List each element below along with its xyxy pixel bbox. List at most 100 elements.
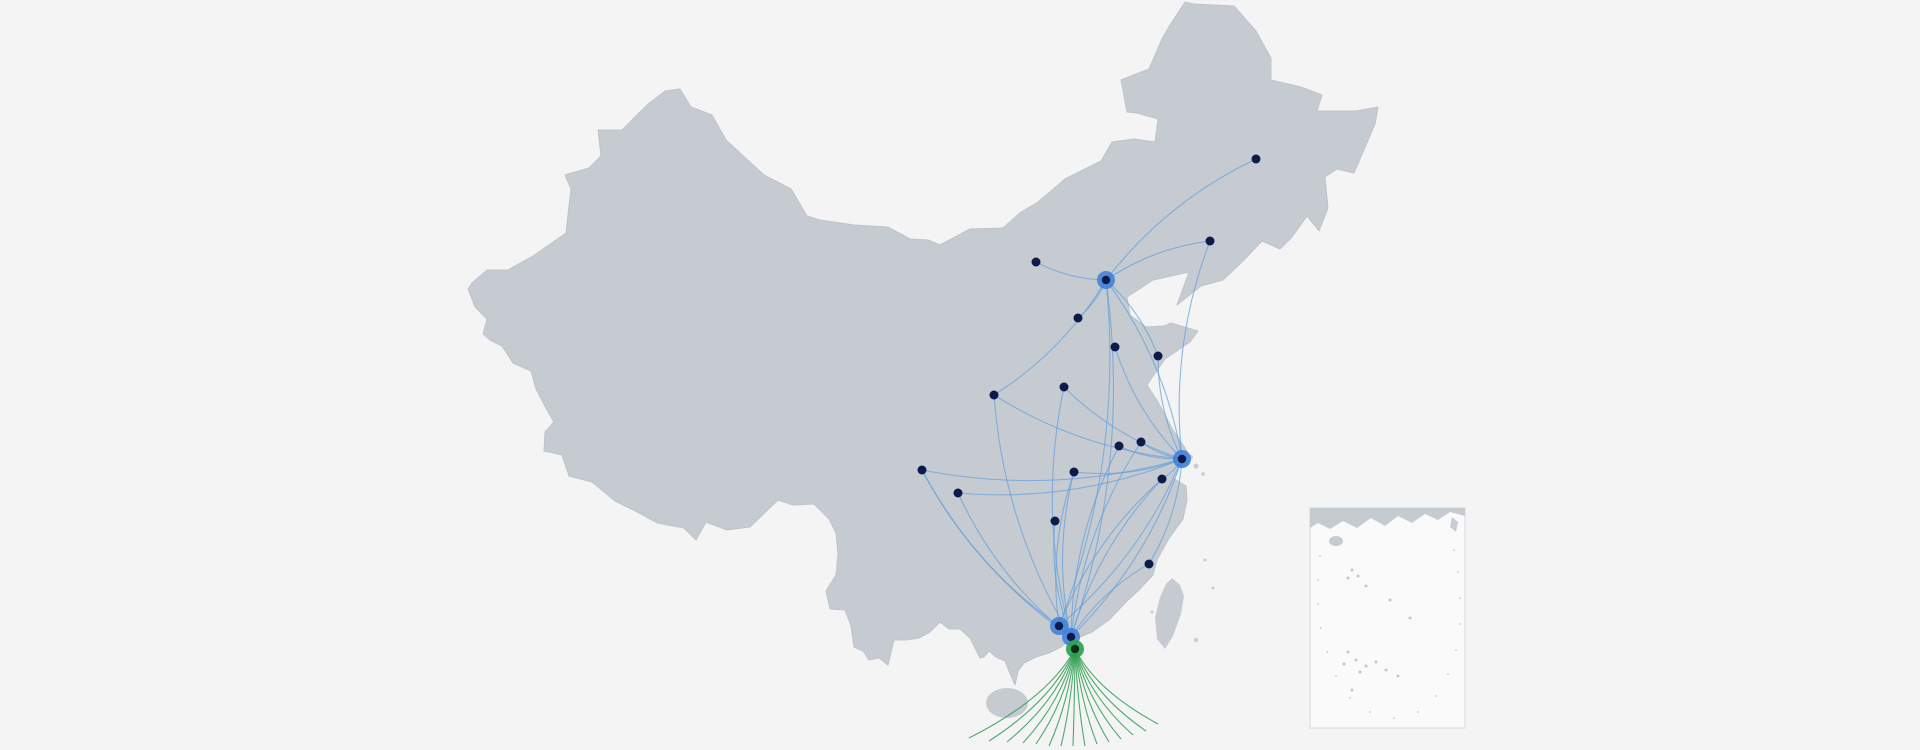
green-route-line: [968, 648, 1076, 739]
minor-island: [1193, 463, 1199, 469]
blue-route-line: [1157, 355, 1183, 460]
blue-route-line: [1058, 478, 1163, 627]
mainland-china-shape: [467, 1, 1379, 686]
node-layer: [917, 154, 1261, 658]
inset-island-dot: [1346, 650, 1350, 654]
blue-route-line: [1063, 386, 1183, 460]
inset-island-dot: [1364, 664, 1368, 668]
inset-dash-dot: [1457, 571, 1459, 573]
city-node[interactable]: [1050, 516, 1060, 526]
inset-dash-dot: [1453, 549, 1455, 551]
minor-island: [1201, 472, 1205, 476]
inset-dash-dot: [1435, 695, 1437, 697]
inset-island-dot: [1358, 670, 1362, 674]
city-node[interactable]: [1110, 342, 1120, 352]
blue-route-line: [1105, 279, 1159, 357]
minor-island: [1150, 610, 1154, 614]
city-node[interactable]: [917, 465, 927, 475]
green-hub-node-core[interactable]: [1070, 644, 1080, 654]
city-node[interactable]: [1205, 236, 1215, 246]
city-node[interactable]: [1144, 559, 1154, 569]
city-node[interactable]: [1153, 351, 1163, 361]
hub-node-core[interactable]: [1101, 275, 1111, 285]
city-node[interactable]: [1114, 441, 1124, 451]
inset-dash-dot: [1317, 579, 1319, 581]
blue-route-line: [1070, 478, 1163, 638]
blue-route-line: [1105, 158, 1257, 281]
green-route-line: [1035, 648, 1076, 745]
city-node[interactable]: [953, 488, 963, 498]
green-route-line: [1048, 648, 1076, 747]
blue-route-line: [993, 279, 1107, 396]
blue-route-line: [993, 394, 1183, 460]
city-node[interactable]: [989, 390, 999, 400]
inset-island-dot: [1350, 568, 1354, 572]
city-node[interactable]: [1069, 467, 1079, 477]
inset-dash-dot: [1335, 675, 1337, 677]
blue-route-line: [1105, 279, 1183, 460]
minor-island: [1158, 616, 1162, 620]
blue-route-line: [1061, 471, 1075, 638]
inset-dash-dot: [1447, 673, 1449, 675]
blue-route-line: [1114, 346, 1183, 460]
green-route-line: [1074, 648, 1134, 736]
minor-island: [1203, 558, 1207, 562]
inset-dash-dot: [1349, 697, 1351, 699]
hub-node-core[interactable]: [1054, 621, 1064, 631]
blue-route-line: [1070, 563, 1150, 638]
inset-dash-dot: [1369, 711, 1371, 713]
inset-coast-shape: [1310, 508, 1465, 529]
green-route-line: [1074, 648, 1159, 725]
city-node[interactable]: [1073, 313, 1083, 323]
green-route-line: [1074, 648, 1098, 745]
land-layer: [467, 1, 1379, 718]
green-route-line: [1006, 648, 1076, 743]
green-route-line: [988, 648, 1076, 742]
inset-island-dot: [1342, 662, 1346, 666]
blue-route-line: [1055, 471, 1075, 627]
inset-dash-dot: [1320, 627, 1322, 629]
minor-island: [1194, 638, 1198, 642]
inset-island-dot: [1346, 576, 1350, 580]
inset-island-dot: [1364, 584, 1368, 588]
blue-route-line: [1058, 458, 1183, 627]
green-route-line: [1022, 648, 1076, 744]
hub-node-core[interactable]: [1177, 454, 1187, 464]
city-node[interactable]: [1251, 154, 1261, 164]
inset-dash-dot: [1459, 623, 1461, 625]
inset-dash-dot: [1455, 649, 1457, 651]
inset-island-dot: [1396, 674, 1400, 678]
inset-island-dot: [1354, 658, 1358, 662]
green-route-line: [1074, 648, 1122, 740]
blue-route-line: [1070, 441, 1142, 638]
blue-route-line: [921, 469, 1060, 627]
city-node[interactable]: [1136, 437, 1146, 447]
green-route-line: [1074, 648, 1147, 732]
south-china-sea-inset: [1309, 507, 1466, 729]
hub-node-core[interactable]: [1066, 632, 1076, 642]
inset-island-dot: [1388, 598, 1392, 602]
minor-island: [1211, 586, 1215, 590]
green-route-line: [1060, 648, 1076, 747]
inset-island-dot: [1408, 616, 1412, 620]
blue-route-line: [1178, 240, 1211, 460]
inset-dash-dot: [1393, 717, 1395, 719]
inset-dash-dot: [1417, 711, 1419, 713]
inset-island-dot: [1374, 660, 1378, 664]
inset-taiwan-shape: [1450, 517, 1458, 532]
taiwan-island-shape: [1155, 578, 1184, 649]
inset-island-dot: [1356, 574, 1360, 578]
inset-island-dot: [1350, 688, 1354, 692]
inset-hainan-shape: [1329, 536, 1343, 546]
blue-route-line: [1070, 279, 1115, 638]
blue-route-line: [1070, 445, 1120, 638]
city-node[interactable]: [1157, 474, 1167, 484]
inset-dash-dot: [1317, 603, 1319, 605]
city-node[interactable]: [1059, 382, 1069, 392]
green-route-line: [1074, 648, 1110, 743]
city-node[interactable]: [1031, 257, 1041, 267]
green-route-line: [1074, 648, 1086, 747]
blue-route-line: [1148, 458, 1183, 565]
